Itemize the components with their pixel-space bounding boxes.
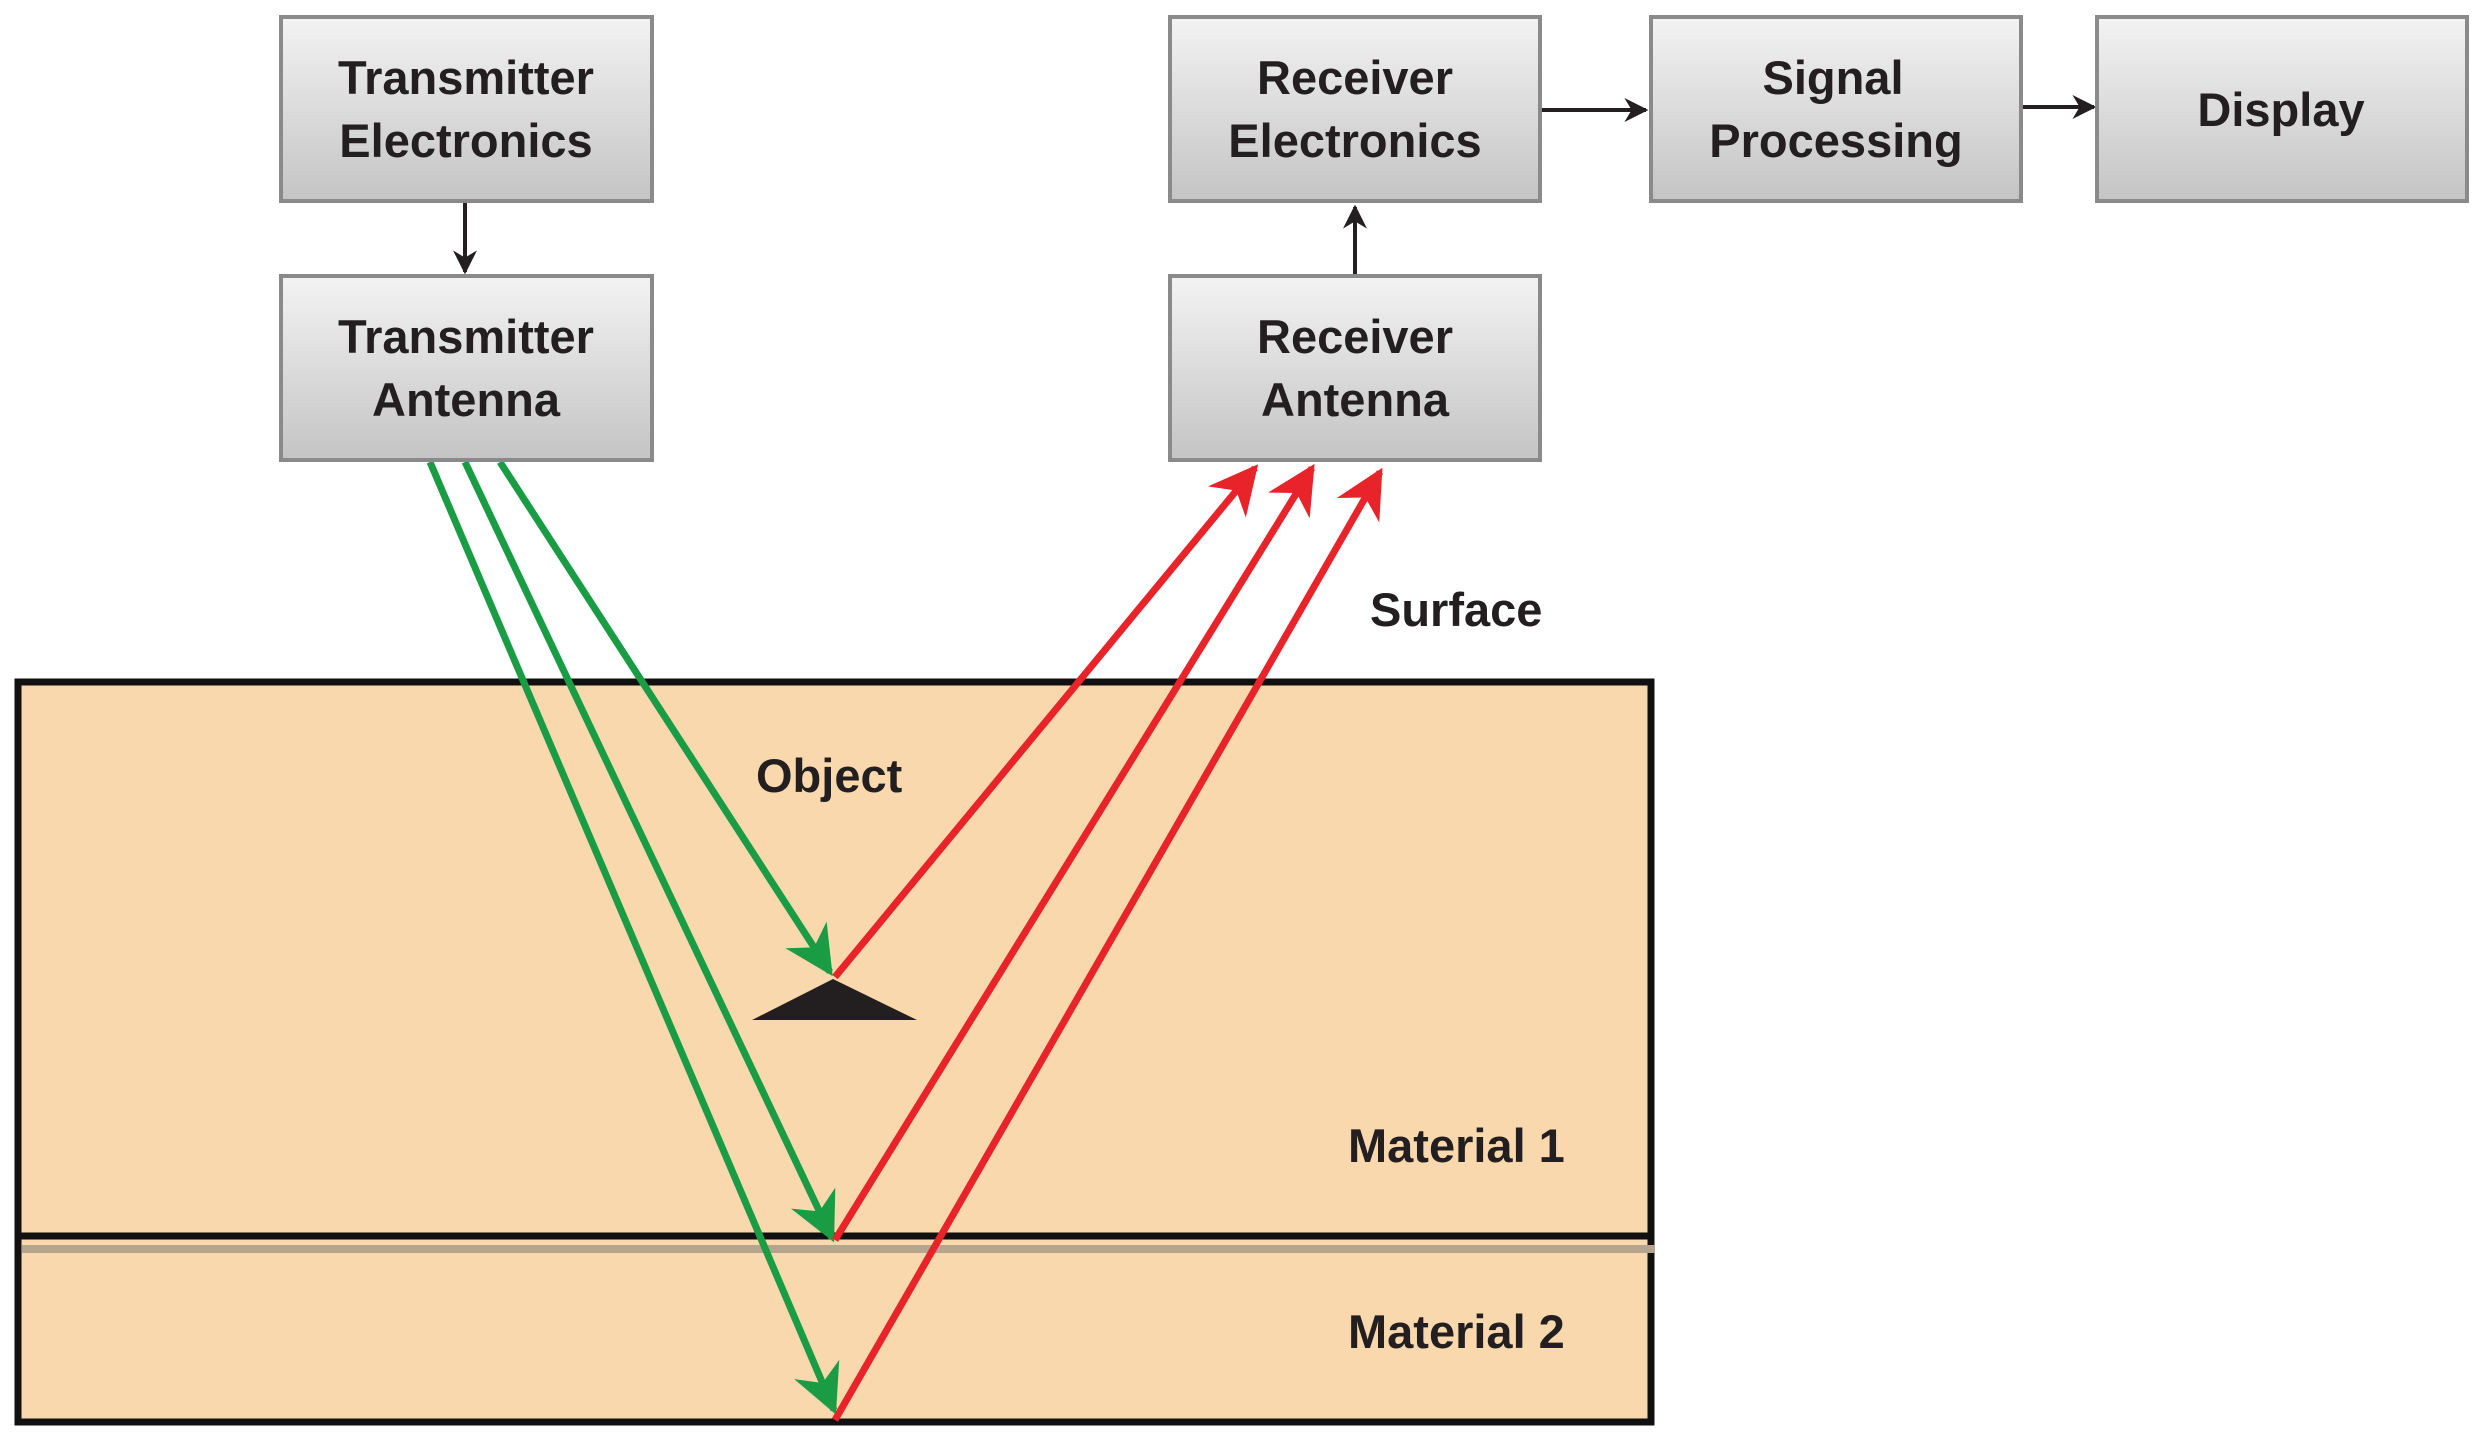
reflected-ray-from-boundary	[832, 463, 1315, 1242]
receiver-electronics-block: Receiver Electronics	[1168, 15, 1542, 203]
display-label: Display	[2197, 83, 2364, 136]
block-connectors	[453, 95, 2097, 276]
surface-label: Surface	[1370, 583, 1542, 636]
transmitter-electronics-block: Transmitter Electronics	[279, 15, 654, 203]
transmit-ray-to-object	[497, 460, 833, 977]
ground-layers	[14, 678, 1655, 1426]
transmit-ray-to-material-2	[426, 460, 840, 1415]
receiver-electronics-line-2: Electronics	[1228, 114, 1481, 167]
material-1-layer	[14, 678, 1655, 1240]
reflected-ray-from-material-2	[831, 467, 1384, 1422]
receiver-electronics-line-1: Receiver	[1257, 51, 1453, 104]
material-2-label: Material 2	[1348, 1305, 1565, 1358]
reflected-ray-from-object	[832, 464, 1259, 980]
receiver-antenna-block: Receiver Antenna	[1168, 274, 1542, 462]
receiver-antenna-line-2: Antenna	[1261, 373, 1450, 426]
transmitter-antenna-line-2: Antenna	[372, 373, 561, 426]
signal-processing-line-2: Processing	[1709, 114, 1962, 167]
transmitter-antenna-line-1: Transmitter	[338, 310, 594, 363]
transmitter-electronics-line-2: Electronics	[339, 114, 592, 167]
reflected-rays	[831, 463, 1384, 1422]
signal-processing-block: Signal Processing	[1649, 15, 2023, 203]
material-1-label: Material 1	[1348, 1119, 1565, 1172]
buried-object	[752, 979, 917, 1020]
transmitter-antenna-block: Transmitter Antenna	[279, 274, 654, 462]
transmitter-electronics-line-1: Transmitter	[338, 51, 594, 104]
signal-processing-line-1: Signal	[1762, 51, 1903, 104]
transmit-ray-to-boundary	[461, 460, 836, 1243]
receiver-antenna-line-1: Receiver	[1257, 310, 1453, 363]
object-label: Object	[756, 749, 903, 802]
transmit-rays	[426, 460, 840, 1415]
display-block: Display	[2095, 15, 2469, 203]
